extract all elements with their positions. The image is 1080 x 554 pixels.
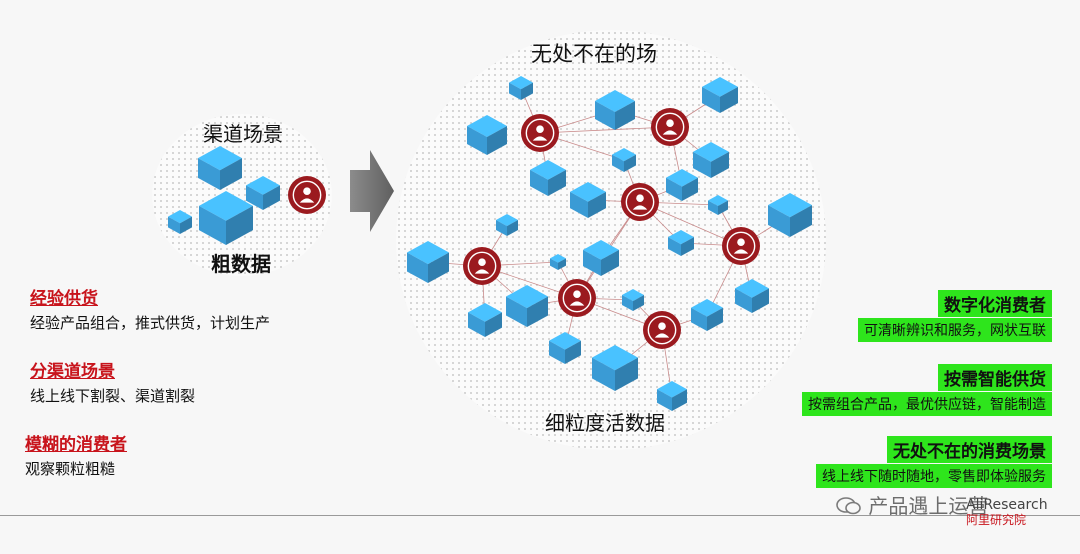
point-title-split-channels: 分渠道场景	[30, 362, 115, 382]
cube-icon	[530, 160, 566, 196]
person-icon	[558, 279, 596, 317]
cube-icon	[246, 176, 280, 210]
point-title-vague-consumer: 模糊的消费者	[25, 435, 127, 455]
cube-icon	[768, 193, 812, 237]
cube-icon	[549, 332, 581, 364]
point-desc-vague-consumer: 观察颗粒粗糙	[25, 460, 116, 478]
cube-icon	[612, 148, 636, 172]
arrow-right-icon	[350, 150, 394, 232]
watermark-text: 产品遇上运营	[868, 494, 989, 518]
cube-icon	[509, 76, 533, 100]
brand-logo: AliResearch 阿里研究院	[966, 497, 1048, 528]
person-icon	[463, 247, 501, 285]
cube-icon	[668, 230, 694, 256]
point-desc-experience-supply: 经验产品组合，推式供货，计划生产	[30, 314, 271, 332]
cube-icon	[691, 299, 723, 331]
brand-sub: 阿里研究院	[966, 513, 1027, 527]
cube-icon	[467, 115, 507, 155]
person-icon	[288, 176, 326, 214]
cube-icon	[168, 210, 192, 234]
cube-icon	[702, 77, 738, 113]
right-circle-title: 无处不在的场	[531, 42, 657, 66]
person-icon	[722, 227, 760, 265]
cube-icon	[506, 285, 548, 327]
cube-icon	[622, 289, 644, 311]
cube-icon	[666, 169, 698, 201]
cube-icon	[199, 191, 253, 245]
cube-icon	[198, 146, 242, 190]
point-title-smart-supply: 按需智能供货	[938, 364, 1052, 391]
cube-icon	[550, 254, 566, 270]
left-circle-bottom-label: 粗数据	[211, 252, 271, 276]
footer-divider	[0, 515, 1080, 516]
cube-icon	[657, 381, 687, 411]
point-desc-digital-consumer: 可清晰辨识和服务，网状互联	[858, 318, 1052, 342]
cube-icon	[583, 240, 619, 276]
wechat-icon	[836, 496, 862, 516]
point-title-ubiquitous-scene: 无处不在的消费场景	[887, 436, 1052, 463]
network-link	[539, 126, 671, 134]
left-circle-title: 渠道场景	[203, 122, 283, 146]
cube-icon	[570, 182, 606, 218]
point-desc-ubiquitous-scene: 线上线下随时随地，零售即体验服务	[816, 464, 1052, 488]
cube-icon	[407, 241, 449, 283]
cube-icon	[693, 142, 729, 178]
point-title-digital-consumer: 数字化消费者	[938, 290, 1052, 317]
point-desc-split-channels: 线上线下割裂、渠道割裂	[30, 387, 196, 405]
cube-icon	[708, 195, 728, 215]
person-icon	[621, 183, 659, 221]
person-icon	[521, 114, 559, 152]
cube-icon	[496, 214, 518, 236]
right-circle-bottom-label: 细粒度活数据	[545, 411, 665, 435]
point-desc-smart-supply: 按需组合产品，最优供应链，智能制造	[802, 392, 1052, 416]
watermark: 产品遇上运营	[836, 490, 988, 519]
cube-icon	[592, 345, 638, 391]
brand-name: AliResearch	[966, 497, 1048, 513]
cube-icon	[595, 90, 635, 130]
person-icon	[643, 311, 681, 349]
point-title-experience-supply: 经验供货	[30, 289, 98, 309]
cube-icon	[468, 303, 502, 337]
person-icon	[651, 108, 689, 146]
cube-icon	[735, 279, 769, 313]
